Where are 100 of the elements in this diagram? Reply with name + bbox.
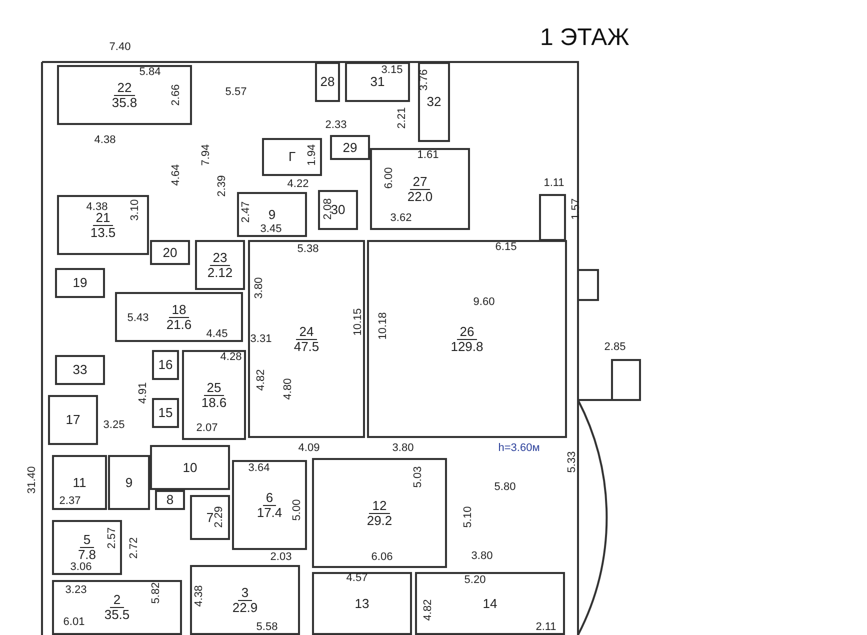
dimension-value: 4.22 [287,178,309,190]
dimension-value: 5.43 [127,312,149,324]
room-outline [312,458,447,568]
room-number: 9 [125,476,133,490]
room-number: 11 [72,476,86,490]
room-outline [312,572,412,635]
dimension-value: 1.94 [306,144,318,166]
dimension-value: 4.82 [422,599,434,621]
room-number: 20 [162,246,178,260]
dimension-value: 2.37 [59,495,81,507]
room-number: 26 [456,324,478,340]
dimension-value: 3.06 [70,561,92,573]
dimension-value: 3.23 [65,584,87,596]
room-outline [195,240,245,290]
room-number: Г [288,150,296,164]
dimension-value: 5.57 [225,86,247,98]
dimension-value: 4.38 [94,134,116,146]
room-outline [150,240,190,265]
dimension-value: 2.03 [270,551,292,563]
room-number: 19 [72,276,88,290]
dimension-value: 5.58 [256,621,278,633]
room-number: 30 [330,203,346,217]
dimension-value: 6.01 [63,616,85,628]
room-outline [367,240,567,438]
dimension-value: 4.45 [206,328,228,340]
room-number: 2 [110,593,124,608]
dimension-value: 10.15 [352,308,364,336]
dimension-value: 1.61 [417,149,439,161]
dimension-value: 5.33 [566,451,578,473]
room-outline [115,292,243,342]
room-outline [318,190,358,230]
room-number: 9 [268,208,276,222]
ceiling-height-note: h=3.60м [498,442,540,454]
dimension-value: 2.47 [240,201,252,223]
dimension-value: 4.57 [346,572,368,584]
dimension-value: 2.21 [396,107,408,129]
dimension-value: 3.25 [103,419,125,431]
room-number: 21 [92,210,114,226]
room-number: 22 [114,80,135,96]
room-area: 22.0 [407,190,433,204]
room-outline [52,580,182,635]
dimension-value: 2.07 [196,422,218,434]
dimension-value: 3.62 [390,212,412,224]
room-area: 29.2 [366,514,392,528]
room-area: 47.5 [294,340,320,354]
room-number: 8 [166,493,174,507]
room-number: 13 [354,596,370,610]
room-number: 5 [80,533,94,548]
room-outline [152,398,179,428]
room-number: 31 [370,75,385,89]
dimension-value: 5.00 [291,499,303,521]
room-area: 35.8 [112,96,138,110]
dimension-value: 5.20 [464,574,486,586]
room-number: 10 [182,460,198,474]
dimension-value: 2.72 [128,537,140,559]
room-outline [108,455,150,510]
room-area: 18.6 [201,396,227,410]
dimension-value: 4.80 [282,378,294,400]
dimension-value: 5.03 [412,466,424,488]
room-outline [415,572,565,635]
room-number: 15 [158,406,173,420]
room-outline [190,495,230,540]
dimension-value: 7.40 [109,41,131,53]
dimension-value: 3.80 [253,277,265,299]
dimension-value: 3.31 [250,333,272,345]
room-outline [190,565,300,635]
room-number: 29 [342,140,358,154]
room-number: 14 [482,596,498,610]
room-outline [52,455,107,510]
room-area: 35.5 [104,608,130,622]
dimension-value: 31.40 [26,466,38,494]
room-outline [55,355,105,385]
room-number: 33 [72,363,88,377]
dimension-value: 2.33 [325,119,347,131]
room-number: 25 [204,380,224,396]
room-area: 21.6 [166,318,192,332]
room-outline [182,350,246,440]
room-outline [55,268,105,298]
room-number: 16 [158,358,173,372]
room-number: 23 [210,250,230,266]
dimension-value: 4.28 [220,351,242,363]
room-area: 2.12 [207,266,233,280]
room-outline [262,138,322,176]
room-outline [48,395,98,445]
room-outline [232,460,307,550]
dimension-value: 2.66 [170,84,182,106]
room-area: 22.9 [232,600,258,614]
room-number: 12 [369,498,390,514]
room-number: 24 [296,324,317,340]
dimension-value: 2.57 [106,527,118,549]
room-outline [345,62,410,102]
dimension-value: 4.38 [193,585,205,607]
dimension-value: 5.80 [494,481,516,493]
dimension-value: 3.10 [129,199,141,221]
dimension-value: 4.82 [255,369,267,391]
dimension-value: 5.82 [150,582,162,604]
room-number: 6 [262,490,276,506]
dimension-value: 3.45 [260,223,282,235]
room-number: 28 [320,75,335,89]
room-area: 7.8 [78,548,96,562]
